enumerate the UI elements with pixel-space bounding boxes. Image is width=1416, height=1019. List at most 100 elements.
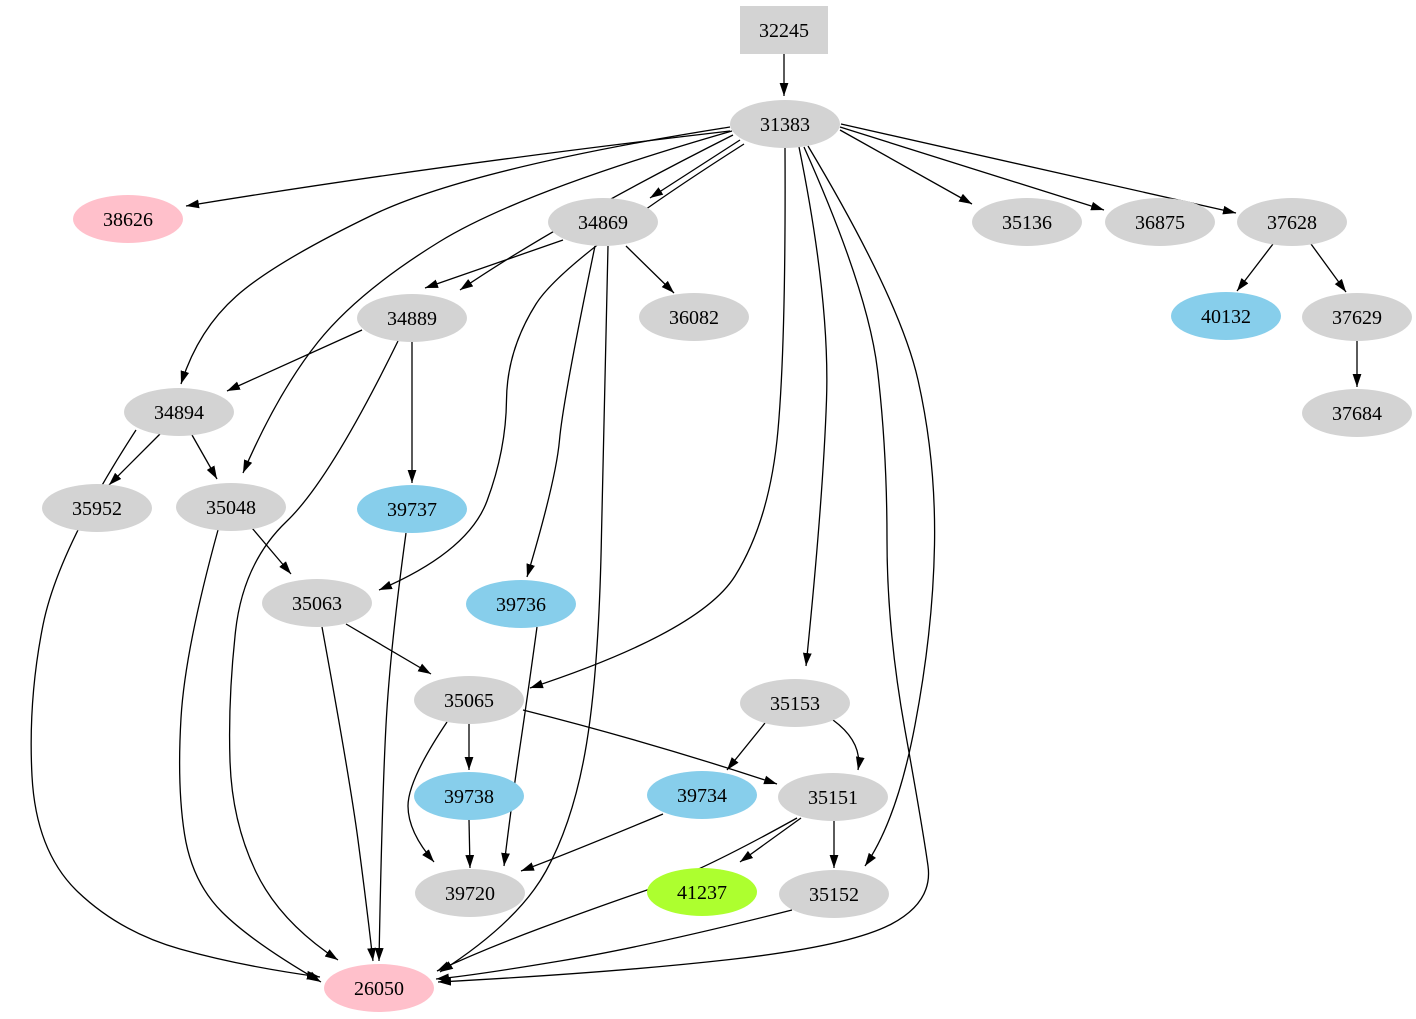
node-35952-shape — [42, 484, 152, 532]
node-34889: 34889 — [357, 294, 467, 342]
node-39738-label: 39738 — [444, 786, 494, 808]
edge-37628-40132 — [1236, 243, 1274, 292]
edge-39734-39720 — [520, 813, 664, 872]
node-39734: 39734 — [647, 771, 757, 819]
node-38626: 38626 — [73, 195, 183, 243]
node-32245-label: 32245 — [759, 20, 809, 42]
edge-31383-35048 — [242, 130, 733, 474]
node-35063-shape — [262, 579, 372, 627]
edge-31383-26050 — [437, 146, 930, 986]
node-39720: 39720 — [415, 869, 525, 917]
edge-35151-26050 — [436, 817, 798, 972]
nodes-layer: 32245 31383 38626 34869 35136 36875 37628 40132… — [42, 6, 1412, 1012]
edge-31383-35152 — [807, 145, 936, 867]
node-36875: 36875 — [1105, 198, 1215, 246]
node-38626-label: 38626 — [103, 209, 153, 231]
node-39734-shape — [647, 771, 757, 819]
edge-31383-36875 — [839, 126, 1105, 211]
node-35048-shape — [176, 483, 286, 531]
node-35065: 35065 — [414, 676, 524, 724]
node-35136-label: 35136 — [1002, 212, 1052, 234]
node-35153: 35153 — [740, 679, 850, 727]
edge-39736-39720 — [501, 626, 538, 867]
edge-31383-34894 — [180, 126, 731, 385]
node-34869-label: 34869 — [578, 212, 628, 234]
edge-34894-35048 — [191, 434, 218, 480]
edge-31383-38626 — [185, 130, 731, 209]
node-39736: 39736 — [466, 580, 576, 628]
node-34894-shape — [124, 388, 234, 436]
node-35151-label: 35151 — [808, 787, 858, 809]
edge-37628-37629 — [1310, 243, 1347, 293]
node-35063: 35063 — [262, 579, 372, 627]
node-39736-label: 39736 — [496, 594, 546, 616]
edge-35151-41237 — [739, 817, 802, 863]
edge-35065-35151 — [522, 709, 778, 785]
node-36875-shape — [1105, 198, 1215, 246]
edge-39737-26050 — [374, 532, 407, 962]
node-40132-label: 40132 — [1201, 306, 1251, 328]
node-35065-shape — [414, 676, 524, 724]
node-35136: 35136 — [972, 198, 1082, 246]
node-34889-shape — [357, 294, 467, 342]
edge-34869-36082 — [625, 245, 675, 294]
node-37628: 37628 — [1237, 198, 1347, 246]
edge-35153-35151 — [832, 719, 865, 771]
node-32245-shape — [740, 6, 828, 54]
node-35952-label: 35952 — [72, 498, 122, 520]
node-41237-shape — [647, 868, 757, 916]
node-31383-shape — [730, 100, 840, 148]
node-26050-label: 26050 — [354, 978, 404, 1000]
edge-34894-26050 — [30, 429, 321, 980]
node-34869-shape — [548, 198, 658, 246]
node-35152-shape — [779, 870, 889, 918]
node-32245: 32245 — [740, 6, 828, 54]
node-37629-shape — [1302, 293, 1412, 341]
node-35152-label: 35152 — [809, 884, 859, 906]
node-38626-shape — [73, 195, 183, 243]
node-39736-shape — [466, 580, 576, 628]
node-37684-shape — [1302, 389, 1412, 437]
node-35151: 35151 — [778, 773, 888, 821]
node-37684-label: 37684 — [1332, 403, 1382, 425]
edge-34894-35952 — [108, 433, 161, 486]
node-41237: 41237 — [647, 868, 757, 916]
node-35151-shape — [778, 773, 888, 821]
edge-31383-35136 — [839, 129, 973, 205]
node-37629-label: 37629 — [1332, 307, 1382, 329]
node-36082-shape — [639, 293, 749, 341]
node-36082: 36082 — [639, 293, 749, 341]
node-35153-label: 35153 — [770, 693, 820, 715]
edge-31383-34869 — [649, 139, 741, 199]
edge-35063-26050 — [321, 626, 376, 962]
node-34869: 34869 — [548, 198, 658, 246]
node-37628-label: 37628 — [1267, 212, 1317, 234]
edge-31383-37628 — [840, 123, 1237, 215]
node-39737: 39737 — [357, 485, 467, 533]
node-31383: 31383 — [730, 100, 840, 148]
node-36875-label: 36875 — [1135, 212, 1185, 234]
edges-layer — [30, 54, 1362, 986]
node-34889-label: 34889 — [387, 308, 437, 330]
edge-31383-35065 — [529, 147, 786, 689]
node-39738-shape — [414, 772, 524, 820]
node-39720-shape — [415, 869, 525, 917]
edge-34889-34894 — [226, 329, 363, 392]
node-35065-label: 35065 — [444, 690, 494, 712]
node-35952: 35952 — [42, 484, 152, 532]
node-35048-label: 35048 — [206, 497, 256, 519]
edge-35048-26050 — [178, 529, 322, 983]
node-37629: 37629 — [1302, 293, 1412, 341]
edge-35153-39734 — [726, 722, 766, 771]
node-31383-label: 31383 — [760, 114, 810, 136]
node-41237-label: 41237 — [677, 882, 727, 904]
node-39737-label: 39737 — [387, 499, 437, 521]
node-39720-label: 39720 — [445, 883, 495, 905]
node-39738: 39738 — [414, 772, 524, 820]
node-35153-shape — [740, 679, 850, 727]
node-35063-label: 35063 — [292, 593, 342, 615]
node-40132: 40132 — [1171, 292, 1281, 340]
edge-35152-26050 — [435, 909, 793, 983]
